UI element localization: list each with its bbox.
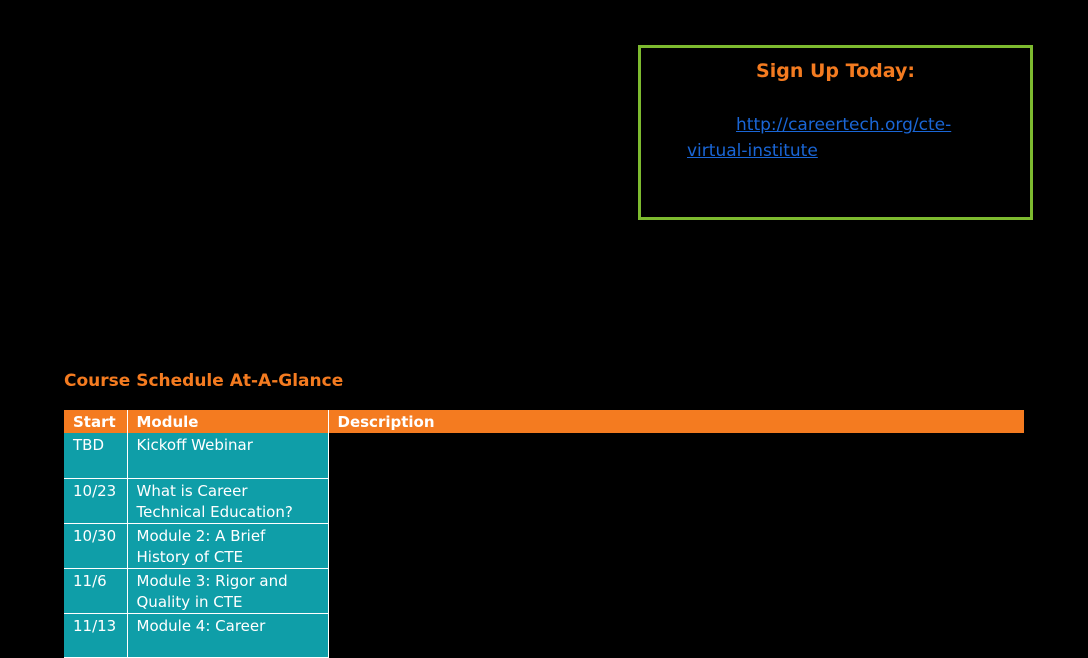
module-cell: Module 2: A Brief History of CTE	[127, 523, 329, 569]
column-header-module: Module	[127, 410, 329, 433]
table-row: 11/13 Module 4: Career	[64, 613, 1024, 658]
start-cell: 11/6	[64, 568, 128, 614]
description-cell	[328, 433, 1024, 478]
column-header-start: Start	[64, 410, 128, 433]
table-row: TBD Kickoff Webinar	[64, 433, 1024, 479]
schedule-heading: Course Schedule At-A-Glance	[64, 371, 344, 391]
module-cell: Kickoff Webinar	[127, 433, 329, 479]
description-cell	[328, 478, 1024, 523]
schedule-table: Start Module Description TBD Kickoff Web…	[64, 410, 1024, 658]
signup-link[interactable]: http://careertech.org/cte-virtual-instit…	[687, 115, 952, 161]
description-cell	[328, 568, 1024, 613]
signup-title: Sign Up Today:	[756, 60, 915, 82]
table-row: 10/30 Module 2: A Brief History of CTE	[64, 523, 1024, 569]
module-cell: Module 3: Rigor and Quality in CTE	[127, 568, 329, 614]
start-cell: 11/13	[64, 613, 128, 658]
module-cell: What is Career Technical Education?	[127, 478, 329, 524]
table-row: 11/6 Module 3: Rigor and Quality in CTE	[64, 568, 1024, 614]
table-header-row: Start Module Description	[64, 410, 1024, 433]
module-cell: Module 4: Career	[127, 613, 329, 658]
description-cell	[328, 613, 1024, 657]
description-cell	[328, 523, 1024, 568]
signup-callout-box: Sign Up Today: http://careertech.org/cte…	[638, 45, 1033, 220]
start-cell: 10/23	[64, 478, 128, 524]
column-header-description: Description	[328, 410, 1024, 433]
start-cell: 10/30	[64, 523, 128, 569]
start-cell: TBD	[64, 433, 128, 479]
table-row: 10/23 What is Career Technical Education…	[64, 478, 1024, 524]
